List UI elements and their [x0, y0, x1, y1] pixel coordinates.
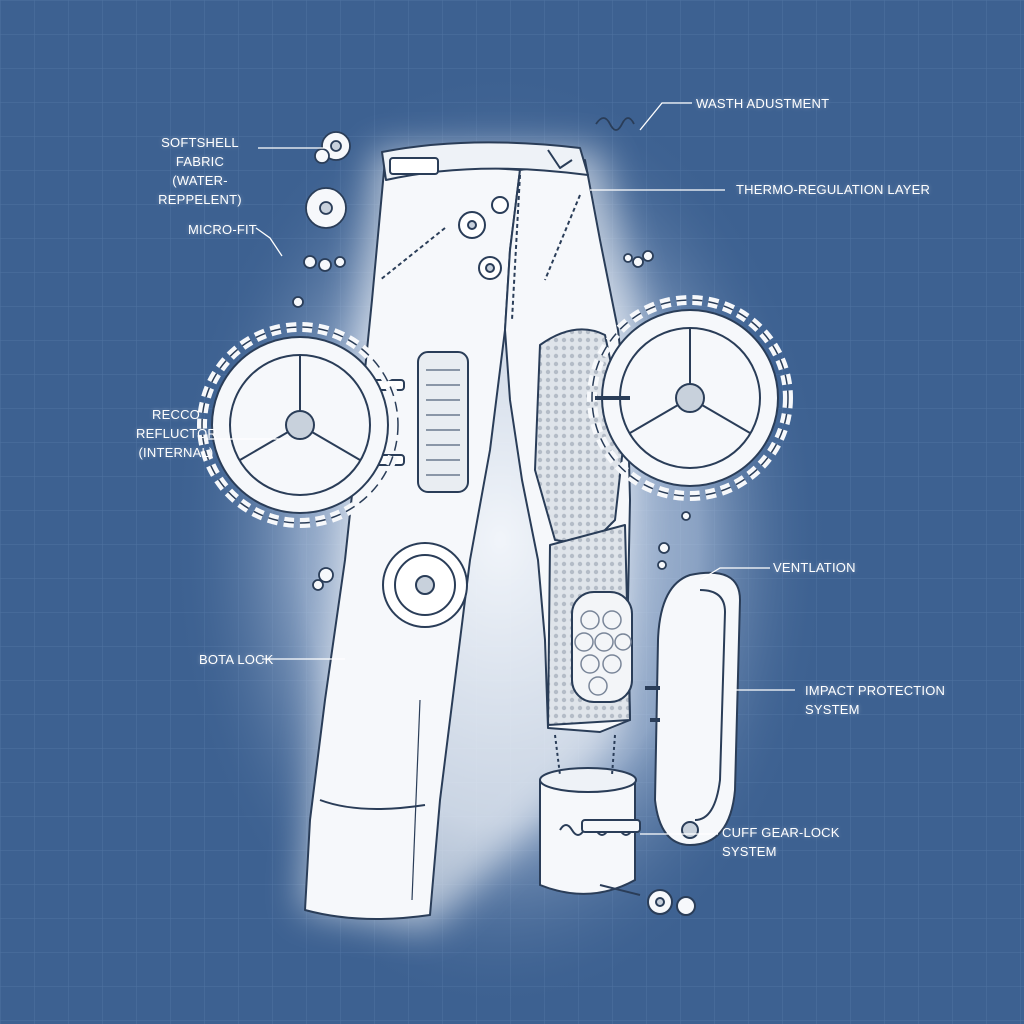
waist-tab: [389, 157, 439, 175]
callout-micro-fit: MICRO-FIT: [188, 222, 257, 237]
fly-gears: [458, 196, 509, 280]
waist-spring: [595, 117, 635, 131]
leader-lines: [206, 102, 795, 835]
impact-shell: [645, 571, 742, 847]
knee-pad: [571, 591, 633, 703]
callout-waist-adjustment: WASTH ADUSTMENT: [696, 96, 830, 111]
floating-small-gears: [292, 131, 691, 591]
knee-gear: [382, 542, 468, 628]
left-leg: [304, 159, 521, 920]
callout-softshell-fabric: SOFTSHELL FABRIC (WATER-REPPELENT): [158, 135, 242, 207]
callout-boa-lock: BOTA LOCK: [199, 652, 274, 667]
right-large-gear: [587, 295, 793, 501]
callout-thermo-regulation: THERMO-REGULATION LAYER: [736, 182, 931, 197]
hip-vent: [417, 351, 469, 493]
callout-ventilation: VENTLATION: [773, 560, 856, 575]
pants-illustration: [304, 141, 633, 920]
callout-cuff-gear-lock: CUFF GEAR-LOCK SYSTEM: [722, 825, 840, 859]
callout-impact-protection: IMPACT PROTECTION SYSTEM: [805, 683, 946, 717]
cuff-unit: [539, 734, 696, 916]
left-large-gear: [197, 322, 403, 528]
callout-recco-reflector: RECCO REFLUCTOR (INTERNAL): [136, 407, 218, 460]
